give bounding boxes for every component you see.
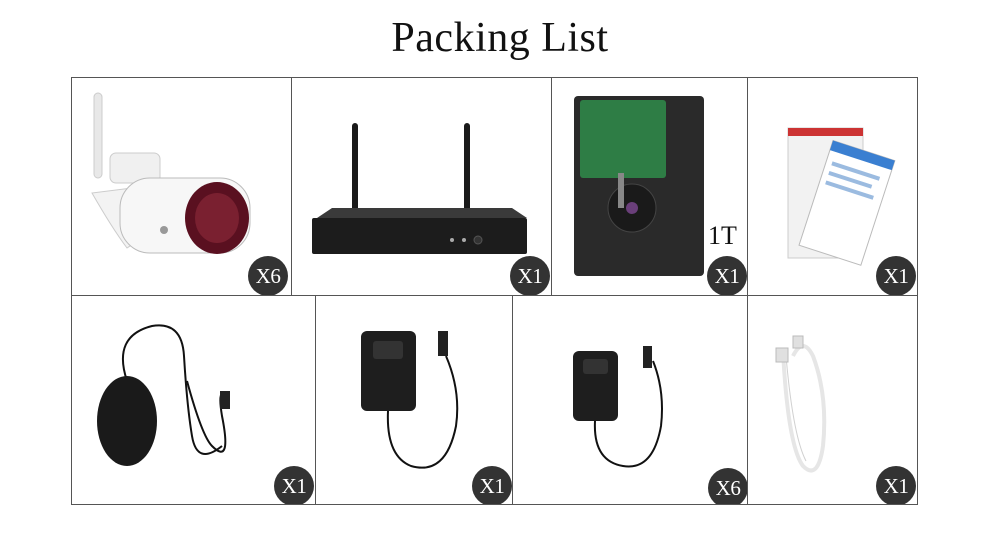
quantity-badge: X1 [510, 256, 550, 295]
quantity-badge: X1 [876, 256, 916, 295]
item-camera-adapter: X6 [512, 295, 749, 505]
network-cable-image [775, 335, 827, 473]
item-nvr: X1 [291, 77, 552, 296]
quantity-badge: X1 [274, 466, 314, 504]
item-nvr-adapter: X1 [315, 295, 513, 505]
item-hdd: 1T X1 [551, 77, 748, 296]
quantity-badge: X6 [708, 468, 748, 504]
bullet-camera-image [91, 92, 251, 254]
quantity-badge: X6 [248, 256, 288, 295]
quantity-badge: X1 [707, 256, 747, 295]
hard-drive-image [574, 96, 704, 276]
nvr-image [312, 123, 527, 254]
power-adapter-image [361, 331, 459, 469]
quantity-badge: X1 [472, 466, 512, 504]
power-adapter-image [573, 346, 663, 468]
manual-image [787, 127, 896, 266]
mouse-image [97, 324, 230, 466]
page-title: Packing List [391, 15, 609, 61]
item-mouse: X1 [71, 295, 316, 505]
quantity-badge: X1 [876, 466, 916, 504]
item-network-cable: X1 [747, 295, 918, 505]
item-camera: X6 [71, 77, 292, 296]
item-manual: X1 [747, 77, 918, 296]
capacity-label: 1T [708, 221, 737, 250]
